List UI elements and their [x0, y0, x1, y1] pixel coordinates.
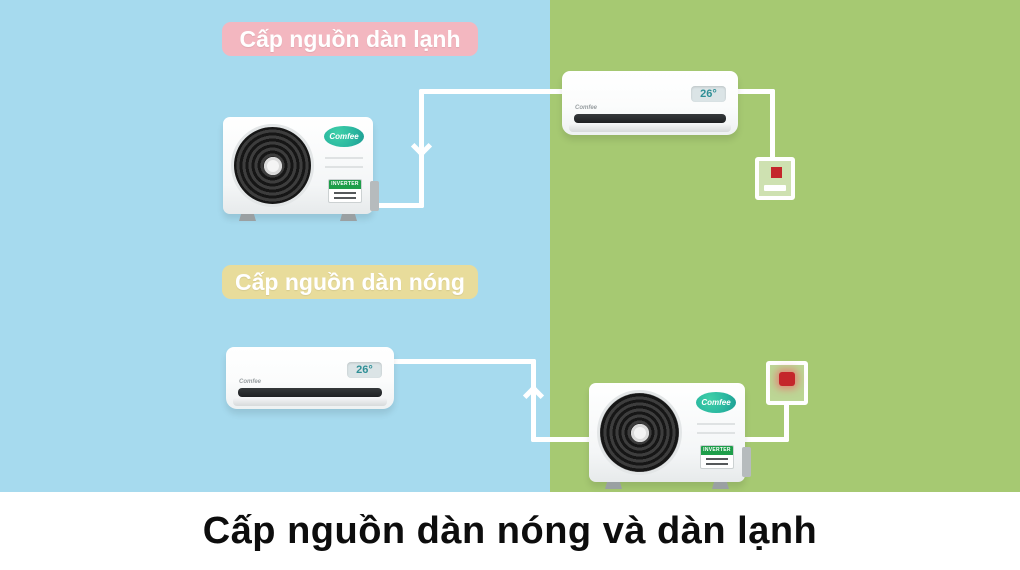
indoor-unit-body: 26° Comfee — [562, 71, 738, 135]
indoor-power-label: Cấp nguồn dàn lạnh — [239, 25, 461, 52]
pipe-bracket — [742, 447, 751, 477]
comfee-brand-text: Comfee — [575, 105, 598, 111]
power-wire-segment — [531, 437, 607, 442]
outdoor-power-label: Cấp nguồn dàn nóng — [235, 268, 465, 295]
power-wire-segment — [419, 89, 569, 94]
pipe-bracket — [370, 181, 379, 211]
power-wire-segment — [770, 89, 775, 159]
inverter-badge-label: INVERTER — [329, 180, 361, 189]
temperature-display: 26° — [691, 86, 726, 102]
power-wire-segment — [531, 359, 536, 442]
air-vent — [237, 388, 383, 397]
louver-lip — [569, 123, 731, 132]
outdoor-unit-top: Comfee INVERTER — [223, 117, 379, 221]
unit-foot — [340, 214, 357, 221]
inverter-badge: INVERTER — [700, 445, 734, 469]
outdoor-unit-body: Comfee INVERTER — [589, 383, 751, 482]
air-vent — [574, 114, 726, 123]
caption-title: Cấp nguồn dàn nóng và dàn lạnh — [202, 509, 818, 552]
comfee-logo: Comfee — [324, 126, 364, 147]
indoor-unit-body: 26° Comfee — [226, 347, 394, 409]
outdoor-power-label-badge: Cấp nguồn dàn nóng — [222, 265, 478, 299]
temperature-display: 26° — [347, 362, 382, 378]
power-wire-segment — [784, 402, 789, 442]
indoor-power-label-badge: Cấp nguồn dàn lạnh — [222, 22, 478, 56]
indoor-unit-bottom: 26° Comfee — [226, 347, 394, 409]
comfee-logo: Comfee — [696, 392, 736, 413]
fan-hub — [630, 423, 649, 442]
unit-foot — [712, 482, 729, 489]
inverter-badge-label: INVERTER — [701, 446, 733, 455]
inverter-badge-fineprint — [333, 192, 357, 199]
outlet-button-red — [779, 372, 795, 386]
switch-slot — [764, 185, 786, 191]
vent-slats — [325, 157, 363, 173]
vent-slats — [697, 423, 735, 439]
power-wire-segment — [366, 203, 424, 208]
fan-hub — [263, 156, 282, 175]
switch-button-red — [771, 167, 782, 178]
power-outlet-bottom — [766, 361, 808, 405]
power-wire-segment — [419, 89, 424, 208]
power-wire-segment — [743, 437, 789, 442]
indoor-zone-background — [0, 0, 550, 492]
power-switch-top — [755, 157, 795, 200]
outdoor-unit-bottom: Comfee INVERTER — [589, 383, 751, 489]
louver-lip — [232, 397, 388, 406]
power-wire-segment — [730, 89, 775, 94]
inverter-badge-fineprint — [705, 458, 729, 465]
indoor-unit-top: 26° Comfee — [562, 71, 738, 135]
unit-foot — [239, 214, 256, 221]
inverter-badge: INVERTER — [328, 179, 362, 203]
outdoor-unit-body: Comfee INVERTER — [223, 117, 379, 214]
caption-band: Cấp nguồn dàn nóng và dàn lạnh — [0, 492, 1020, 570]
unit-foot — [605, 482, 622, 489]
fan-grille — [597, 390, 682, 475]
fan-grille — [231, 124, 314, 207]
power-wire-segment — [385, 359, 536, 364]
comfee-brand-text: Comfee — [239, 379, 262, 385]
